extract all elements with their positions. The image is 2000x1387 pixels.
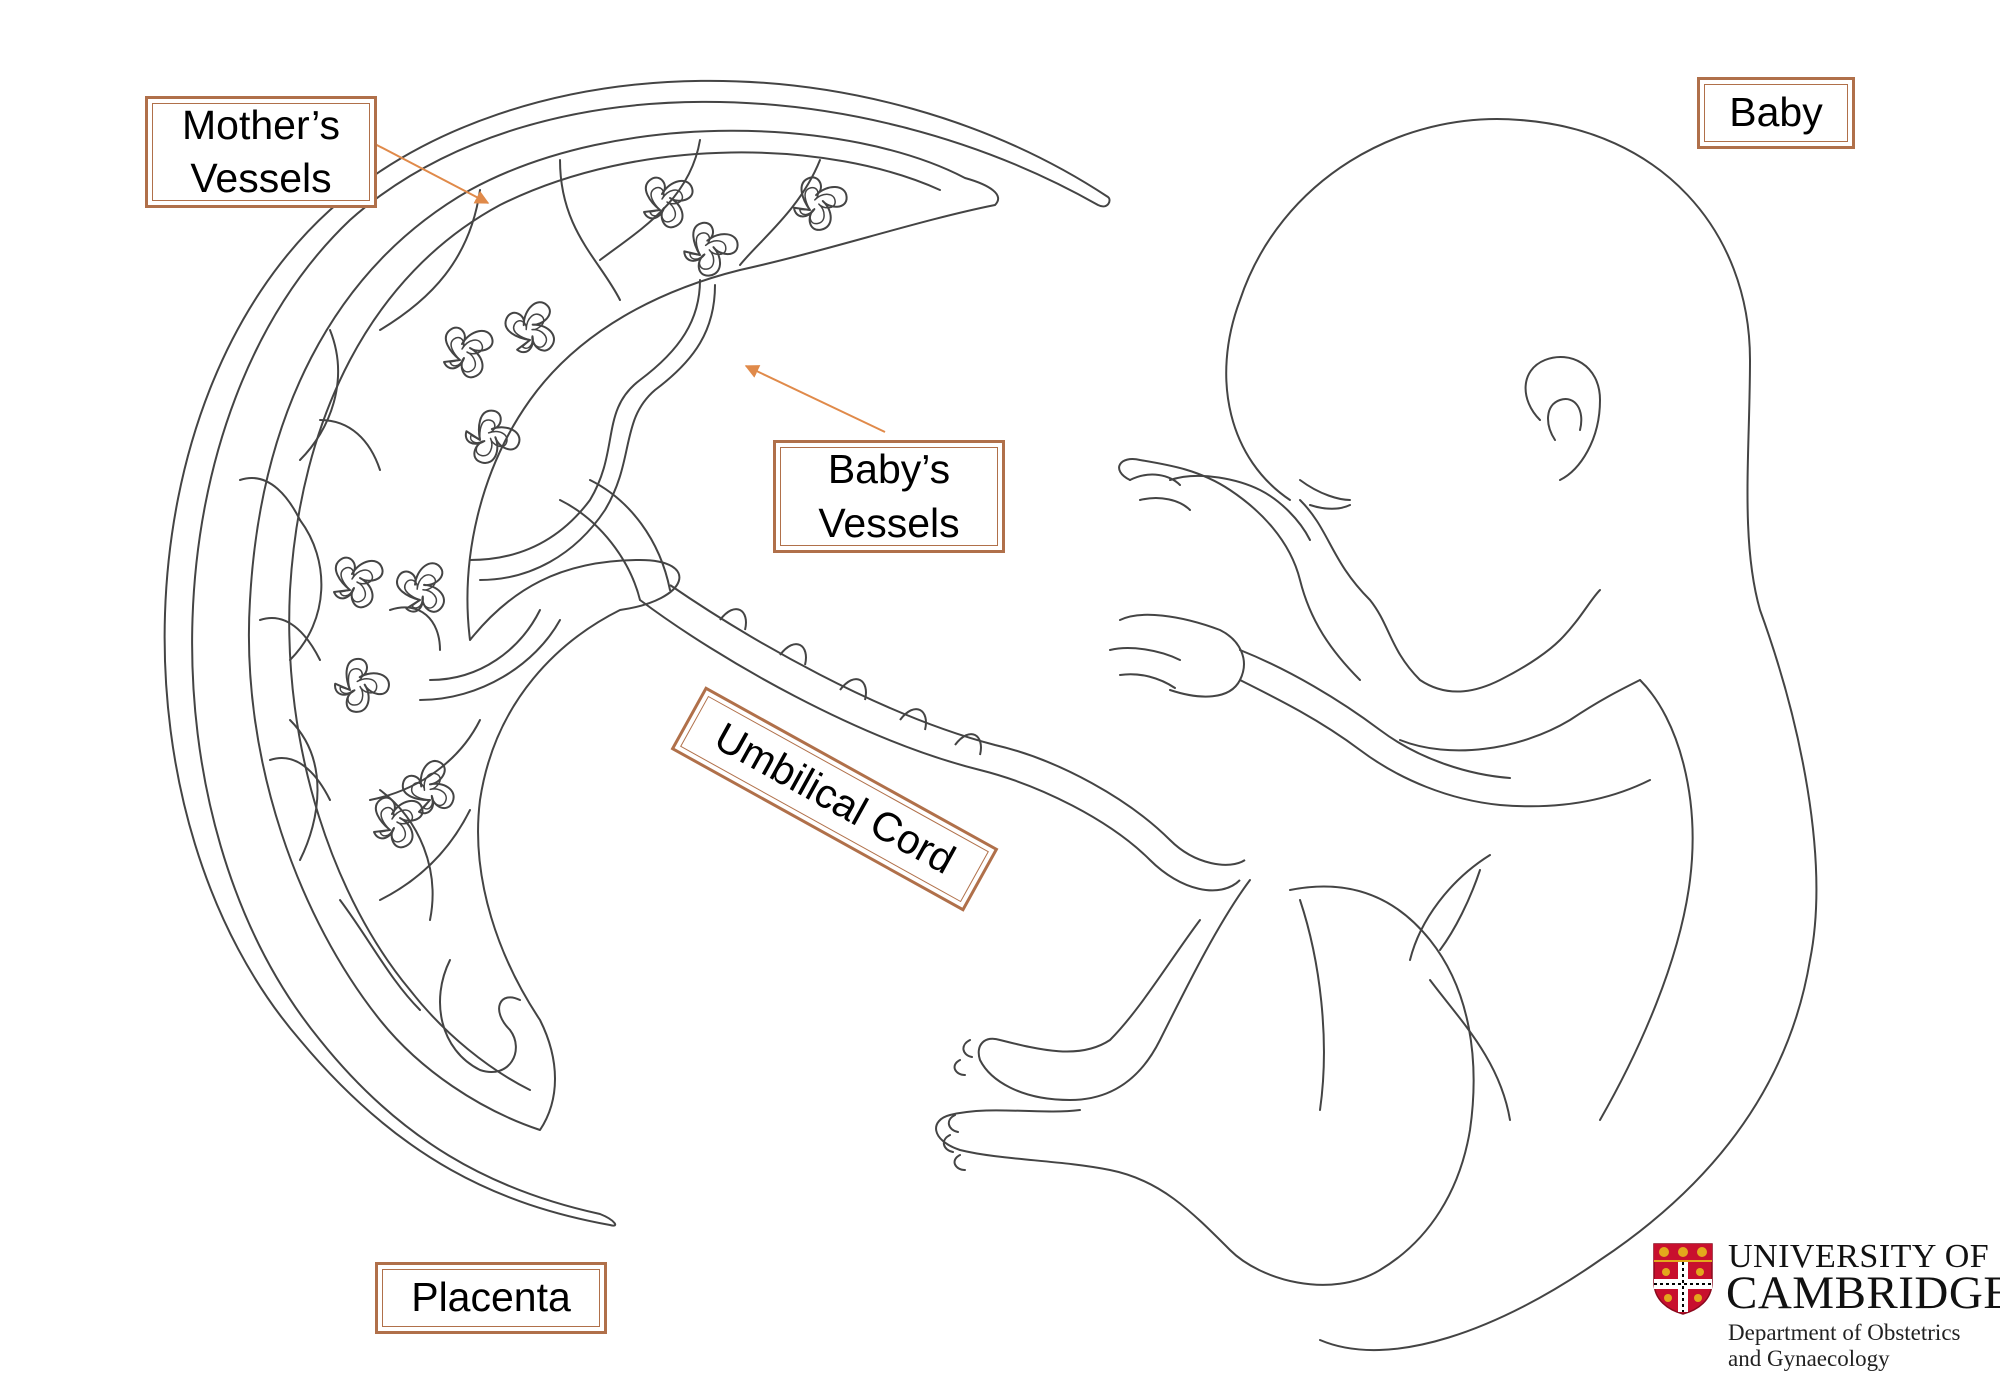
placenta-body: [247, 129, 1000, 1131]
baby-head: [1225, 118, 1818, 1352]
baby-label: Baby: [1697, 77, 1855, 149]
placenta-text: Placenta: [411, 1274, 571, 1321]
uterine-wall: [163, 79, 1111, 1227]
babys-vessels-label: Baby’s Vessels: [773, 440, 1005, 553]
logo-university-of: UNIVERSITY OF: [1728, 1238, 1990, 1275]
university-of-cambridge-logo: UNIVERSITY OF CAMBRIDGE Department of Ob…: [1652, 1238, 2000, 1380]
babys-vessels-text: Baby’s Vessels: [818, 446, 960, 546]
baby-outline: [935, 118, 1818, 1352]
placenta: [163, 79, 1111, 1227]
label-arrows: [372, 142, 886, 433]
baby-leg: [977, 879, 1251, 1101]
logo-department-line1: Department of Obstetrics: [1728, 1320, 1961, 1345]
logo-cambridge: CAMBRIDGE: [1726, 1267, 2000, 1319]
baby-text: Baby: [1729, 89, 1823, 136]
baby-foot: [942, 1039, 973, 1171]
mothers-vessels-text: Mother’s Vessels: [182, 101, 340, 201]
mothers-vessels-arrow: [372, 142, 490, 204]
babys-vessels-arrow: [744, 365, 886, 433]
baby-arm-upper: [1129, 473, 1311, 541]
mothers-vessels-label: Mother’s Vessels: [145, 96, 377, 208]
placenta-label: Placenta: [375, 1262, 607, 1334]
baby-ear: [1524, 355, 1601, 481]
baby-hand: [1109, 613, 1245, 698]
cambridge-crest-icon: [1653, 1243, 1713, 1315]
logo-department-line2: and Gynaecology: [1728, 1346, 1890, 1371]
umbilical-cord: [639, 584, 1246, 892]
baby-torso: [1399, 679, 1641, 752]
